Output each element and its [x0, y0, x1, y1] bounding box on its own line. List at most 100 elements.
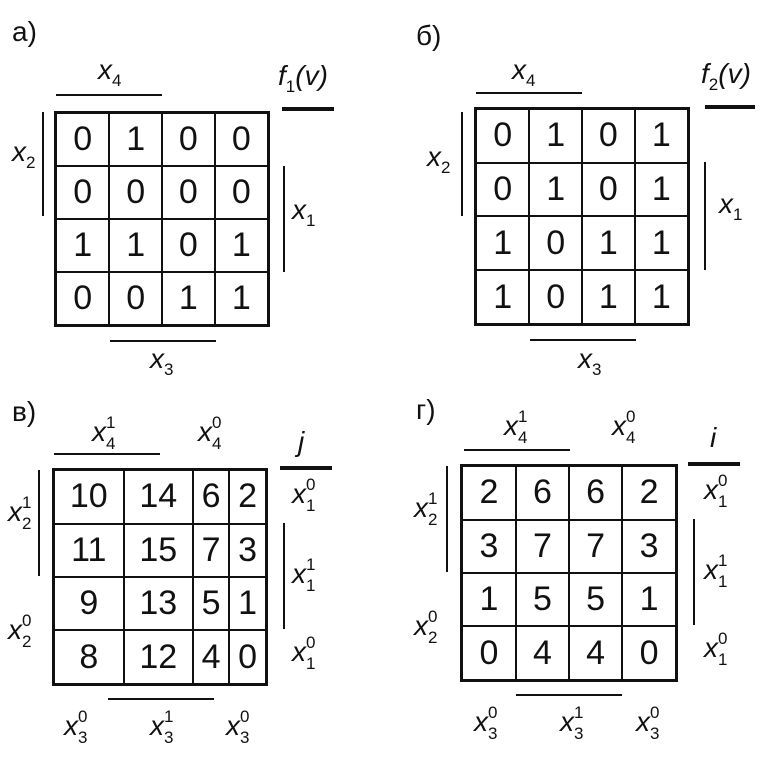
kmap-cell: 4 [567, 625, 624, 682]
panel-c-tag: в) [12, 396, 37, 427]
kmap-cell: 7 [514, 518, 570, 574]
kmap-cell: 0 [528, 215, 583, 272]
panel-a-bottom-var: x3 [150, 343, 174, 379]
kmap-cell: 3 [228, 522, 268, 578]
kmap-cell: 10 [52, 468, 125, 525]
kmap-cell: 0 [160, 165, 216, 220]
kmap-cell: 1 [160, 270, 216, 327]
kmap-cell: 0 [54, 165, 111, 220]
kmap-cell: 15 [122, 522, 194, 578]
panel-c-left-bracket [38, 470, 40, 576]
kmap-cell: 1 [474, 215, 531, 272]
panel-a-tag: а) [12, 16, 37, 47]
kmap-cell: 1 [633, 215, 690, 272]
kmap-cell: 1 [621, 571, 678, 628]
kmap-cell: 0 [460, 625, 517, 682]
kmap-cell: 1 [213, 217, 270, 273]
panel-b-left-bracket [461, 112, 463, 216]
kmap-cell: 1 [580, 269, 636, 326]
kmap-cell: 6 [514, 464, 570, 521]
panel-b-top-var: x4 [512, 54, 536, 90]
panel-b-left-var: x2 [427, 141, 451, 177]
kmap-cell: 0 [54, 270, 111, 327]
panel-c-bottom-bracket [108, 698, 214, 700]
panel-b-func: f2(v) [701, 58, 751, 94]
panel-a-func-underline [282, 107, 334, 111]
panel-d-corner: i [710, 422, 717, 453]
kmap-cell: 0 [474, 107, 531, 164]
panel-d-left-bracket [446, 466, 448, 572]
kmap-cell: 9 [52, 575, 125, 632]
kmap-cell: 5 [514, 571, 570, 628]
panel-c-top-bracket [54, 453, 160, 455]
panel-c-right-bracket [283, 523, 285, 629]
panel-b-right-var: x1 [719, 188, 743, 224]
kmap-cell: 0 [580, 107, 636, 164]
panel-c-corner: j [298, 426, 305, 457]
kmap-cell: 14 [122, 468, 194, 525]
panel-a-bottom-bracket [110, 340, 216, 342]
kmap-cell: 11 [52, 522, 125, 578]
kmap-cell: 2 [621, 464, 678, 521]
panel-a-top-var: x4 [98, 54, 122, 90]
kmap-cell: 1 [633, 107, 690, 164]
panel-b-func-underline [705, 105, 755, 109]
kmap-cell: 0 [528, 269, 583, 326]
kmap-cell: 0 [580, 161, 636, 218]
kmap-cell: 1 [213, 270, 270, 327]
kmap-cell: 7 [567, 518, 624, 574]
kmap-cell: 1 [108, 111, 163, 168]
kmap-cell: 3 [460, 518, 517, 574]
panel-a-right-var: x1 [292, 194, 316, 230]
kmap-cell: 1 [460, 571, 517, 628]
kmap-cell: 7 [191, 522, 231, 578]
panel-a-func: f1(v) [278, 60, 328, 96]
panel-a-top-bracket [56, 94, 162, 96]
panel-c-corner-underline [280, 466, 332, 470]
kmap-cell: 0 [160, 111, 216, 168]
panel-b-bottom-var: x3 [578, 343, 602, 379]
kmap-cell: 3 [621, 518, 678, 574]
kmap-cell: 1 [474, 269, 531, 326]
panel-a-right-bracket [283, 166, 285, 272]
panel-a-left-var: x2 [12, 136, 36, 172]
kmap-cell: 1 [528, 107, 583, 164]
kmap-cell: 0 [474, 161, 531, 218]
kmap-cell: 2 [228, 468, 268, 525]
kmap-cell: 1 [633, 161, 690, 218]
kmap-cell: 1 [633, 269, 690, 326]
panel-b-tag: б) [416, 20, 442, 51]
kmap-cell: 5 [191, 575, 231, 632]
panel-d-tag: г) [416, 394, 436, 425]
kmap-cell: 0 [213, 165, 270, 220]
panel-d-right-bracket [693, 519, 695, 625]
